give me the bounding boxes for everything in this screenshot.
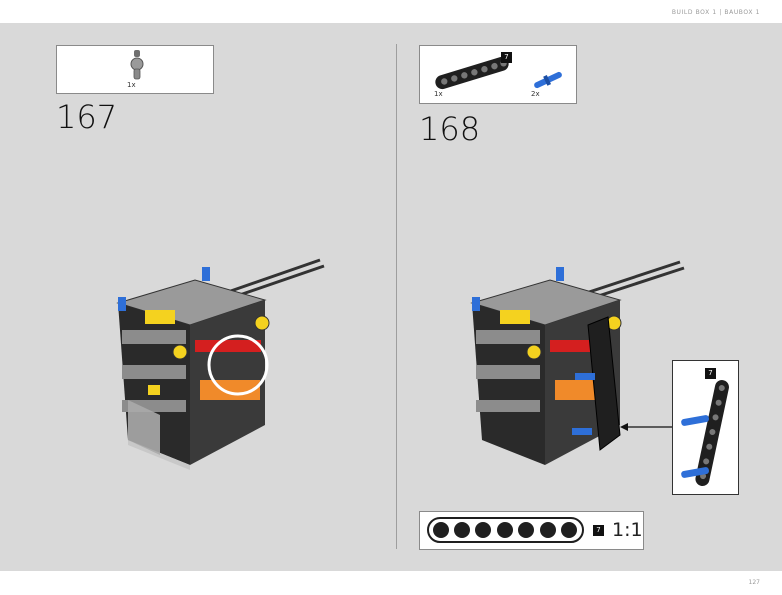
scale-ratio: 1:1: [612, 519, 643, 541]
blue-pin-part-icon: [534, 71, 562, 89]
beam-1to1-reference-icon: [427, 517, 584, 543]
callout-subassembly: 7: [672, 360, 739, 495]
part-qty: 2x: [531, 90, 540, 98]
parts-list-step-167: 1x: [56, 45, 214, 94]
part-qty: 1x: [127, 81, 136, 89]
highlight-circle: [207, 334, 269, 396]
gray-axle-connector-part-icon: [130, 50, 144, 80]
model-illustration-step-167: [116, 258, 325, 470]
page-number: 127: [748, 579, 760, 586]
parts-list-step-168: 7 1x 2x: [419, 45, 577, 104]
scale-beam-badge: 7: [593, 525, 604, 536]
header-title: BUILD BOX 1 | BAUBOX 1: [671, 9, 760, 16]
scale-reference: 7 1:1: [419, 511, 644, 550]
beam-with-pins-subassembly-icon: [681, 380, 729, 486]
instruction-panel: [0, 23, 782, 571]
black-beam-7-part-icon: [435, 56, 509, 90]
step-number-167: 167: [56, 98, 118, 136]
beam-length-badge: 7: [501, 52, 512, 63]
part-qty: 1x: [434, 90, 443, 98]
model-illustration-step-168: [470, 260, 685, 465]
step-number-168: 168: [419, 110, 481, 148]
step-divider: [396, 44, 397, 549]
callout-beam-badge: 7: [705, 368, 716, 379]
